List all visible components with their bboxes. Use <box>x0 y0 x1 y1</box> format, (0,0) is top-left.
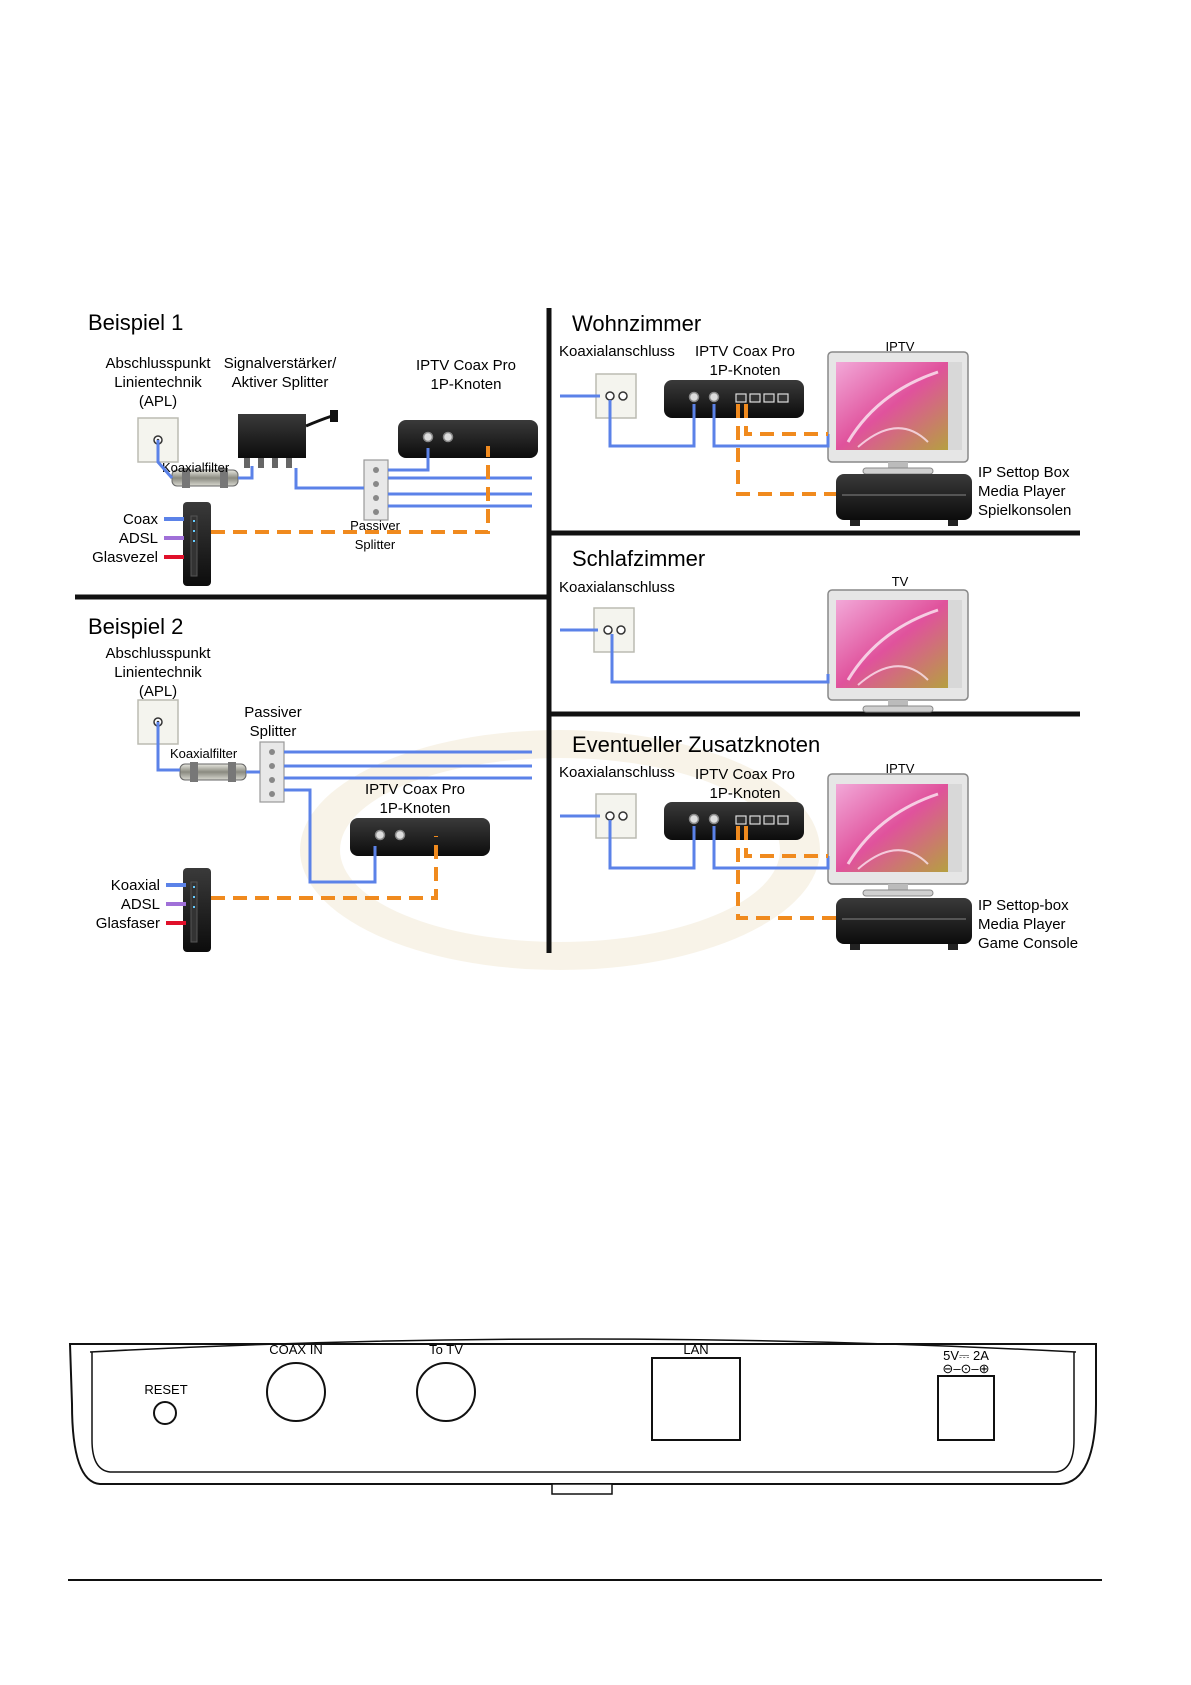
example2-coax-cables <box>156 722 532 884</box>
to-tv-label: To TV <box>429 1342 463 1357</box>
reset-label: RESET <box>144 1382 187 1397</box>
example1-splitter-label: Splitter <box>355 537 396 552</box>
living-socket-label: Koaxialanschluss <box>559 343 675 360</box>
example1-filter-label: Koaxialfilter <box>162 460 230 475</box>
extra-tv-label: IPTV <box>886 761 915 776</box>
living-title: Wohnzimmer <box>572 311 701 336</box>
bedroom-tv-label: TV <box>892 574 909 589</box>
example1-amplifier-label: Signalverstärker/ <box>224 355 337 372</box>
example1-apl-label: (APL) <box>139 393 177 410</box>
extra-coax-cables <box>560 814 830 870</box>
example1-node-label: 1P-Knoten <box>431 376 502 393</box>
example1-amplifier-label: Aktiver Splitter <box>232 374 329 391</box>
example1-section: Beispiel 1 Abschlusspunkt Linientechnik … <box>88 310 539 587</box>
example2-section: Beispiel 2 Abschlusspunkt Linientechnik … <box>88 614 532 953</box>
example2-filter-icon <box>179 761 247 783</box>
example1-amplifier-icon <box>238 410 338 468</box>
example2-splitter-icon <box>259 741 285 803</box>
example1-splitter-icon <box>363 459 389 521</box>
extra-tv-icon <box>826 772 970 898</box>
example2-ethernet-cable <box>211 836 438 900</box>
living-stb-label: Media Player <box>978 483 1066 500</box>
living-tv-icon <box>826 350 970 476</box>
example2-filter-label: Koaxialfilter <box>170 746 238 761</box>
coax-in-port[interactable] <box>266 1362 326 1422</box>
example1-node-label: IPTV Coax Pro <box>416 357 516 374</box>
example1-modem-icon <box>182 501 212 587</box>
lan-port[interactable] <box>651 1357 741 1441</box>
example1-apl-label: Linientechnik <box>114 374 202 391</box>
extra-node-section: Eventueller Zusatzknoten Koaxialanschlus… <box>559 732 1078 952</box>
example1-title: Beispiel 1 <box>88 310 183 335</box>
extra-stb-label: Game Console <box>978 935 1078 952</box>
example2-node-icon <box>349 817 491 857</box>
living-node-label: IPTV Coax Pro <box>695 343 795 360</box>
bedroom-coax-cable <box>560 628 830 684</box>
example2-title: Beispiel 2 <box>88 614 183 639</box>
example2-splitter-label: Passiver <box>244 704 302 721</box>
extra-node-label: 1P-Knoten <box>710 785 781 802</box>
example2-node-label: IPTV Coax Pro <box>365 781 465 798</box>
reset-button[interactable] <box>153 1401 177 1425</box>
example2-splitter-label: Splitter <box>250 723 297 740</box>
extra-stb-label: IP Settop-box <box>978 897 1069 914</box>
example2-legend-coax: Koaxial <box>111 877 160 894</box>
living-room-section: Wohnzimmer Koaxialanschluss IPTV Coax Pr… <box>559 311 1071 526</box>
extra-ethernet-cables <box>736 826 836 920</box>
living-node-lan-ports <box>735 393 789 403</box>
lan-label: LAN <box>683 1342 708 1357</box>
living-socket-icon <box>595 373 637 419</box>
coax-in-label: COAX IN <box>269 1342 322 1357</box>
living-tv-label: IPTV <box>886 339 915 354</box>
bedroom-socket-icon <box>593 607 635 653</box>
living-settop-icon <box>836 474 972 526</box>
to-tv-port[interactable] <box>416 1362 476 1422</box>
example2-legend-adsl: ADSL <box>121 896 160 913</box>
living-coax-cables <box>560 394 830 448</box>
example1-ethernet-cable <box>211 446 490 534</box>
power-polarity-label: ⊖–⊙–⊕ <box>942 1361 989 1376</box>
example1-apl-label: Abschlusspunkt <box>105 355 211 372</box>
living-stb-label: IP Settop Box <box>978 464 1070 481</box>
example2-legend-fiber: Glasfaser <box>96 915 160 932</box>
example2-node-label: 1P-Knoten <box>380 800 451 817</box>
back-panel: RESET COAX IN To TV LAN 5V⎓ 2A ⊖–⊙–⊕ <box>68 1338 1097 1495</box>
extra-title: Eventueller Zusatzknoten <box>572 732 820 757</box>
bedroom-section: Schlafzimmer Koaxialanschluss TV <box>559 546 970 714</box>
example1-legend-adsl: ADSL <box>119 530 158 547</box>
extra-settop-icon <box>836 898 972 950</box>
example1-splitter-label: Passiver <box>350 518 401 533</box>
living-stb-label: Spielkonsolen <box>978 502 1071 519</box>
bedroom-socket-label: Koaxialanschluss <box>559 579 675 596</box>
bedroom-tv-icon <box>826 588 970 714</box>
example1-legend-fiber: Glasvezel <box>92 549 158 566</box>
living-node-label: 1P-Knoten <box>710 362 781 379</box>
power-label: 5V⎓ 2A <box>943 1348 989 1363</box>
example2-apl-label: (APL) <box>139 683 177 700</box>
example1-node-icon <box>397 419 539 459</box>
extra-socket-label: Koaxialanschluss <box>559 764 675 781</box>
example2-modem-icon <box>182 867 212 953</box>
example2-apl-label: Linientechnik <box>114 664 202 681</box>
extra-node-label: IPTV Coax Pro <box>695 766 795 783</box>
extra-socket-icon <box>595 793 637 839</box>
example2-apl-label: Abschlusspunkt <box>105 645 211 662</box>
bedroom-title: Schlafzimmer <box>572 546 705 571</box>
extra-node-lan-ports <box>735 815 789 825</box>
living-ethernet-cables <box>736 404 836 496</box>
example1-legend-coax: Coax <box>123 511 159 528</box>
example1-coax-cables <box>156 440 532 508</box>
power-port[interactable] <box>937 1375 995 1441</box>
extra-stb-label: Media Player <box>978 916 1066 933</box>
